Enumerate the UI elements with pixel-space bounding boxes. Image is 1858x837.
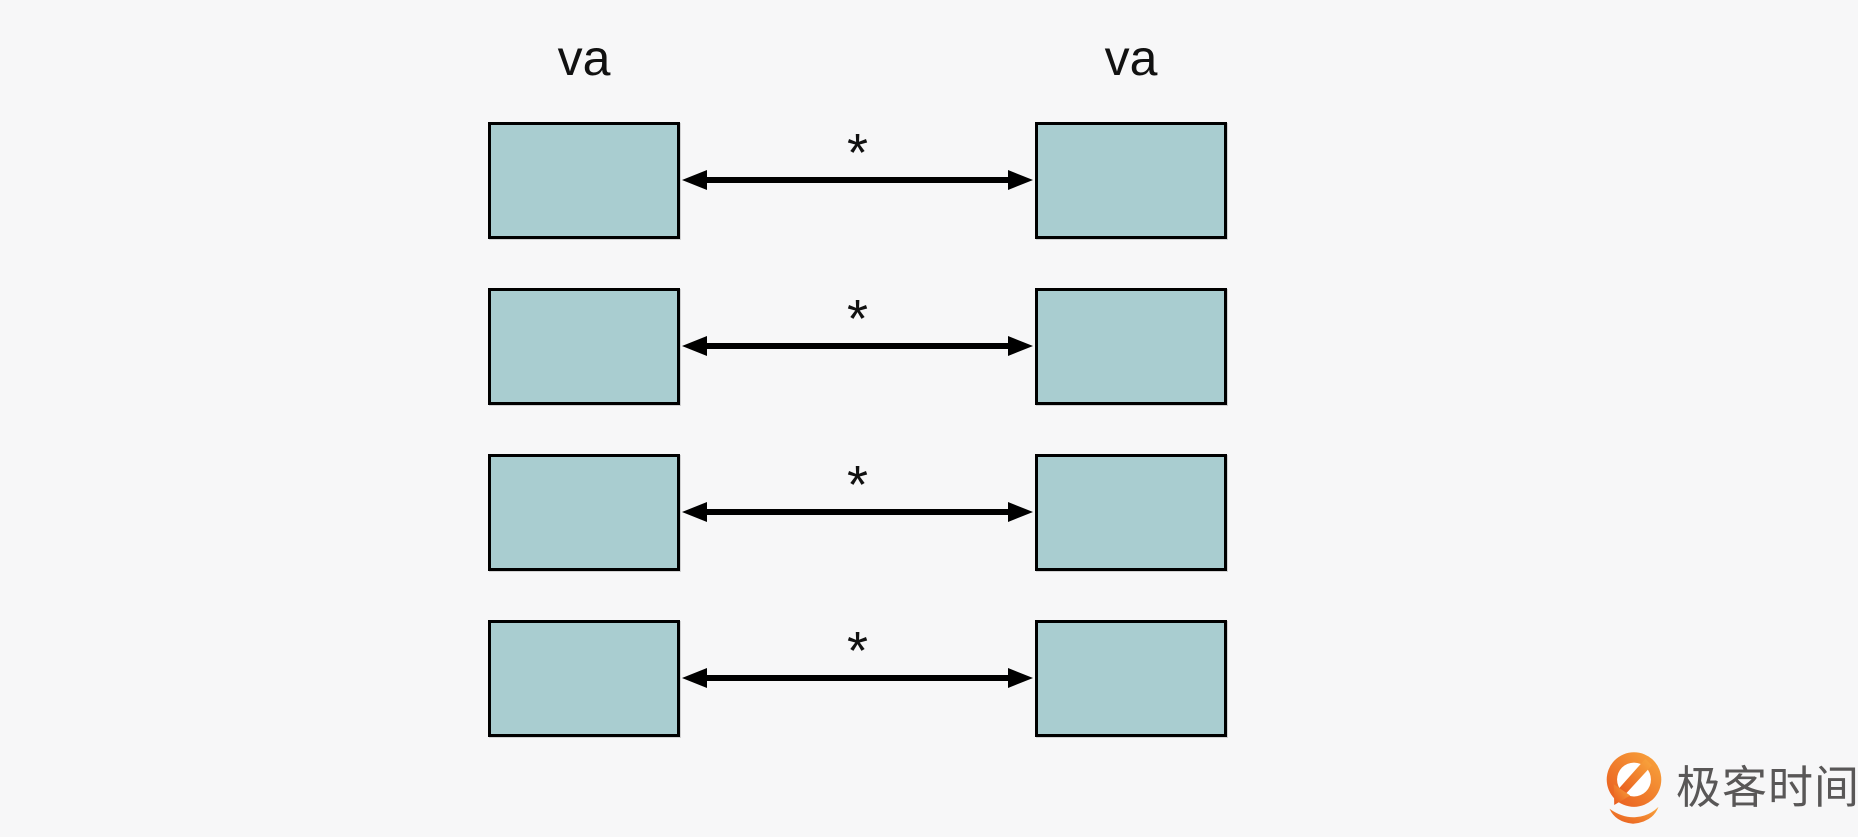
double-arrow-icon [682,502,1033,522]
class-box-right [1035,122,1227,239]
double-arrow-icon [682,336,1033,356]
class-box-left [488,454,680,571]
geektime-pin-icon [1606,752,1662,824]
column-header-left: va [557,30,611,86]
association-row: * [0,122,1858,240]
association-row: * [0,288,1858,406]
geektime-logo: 极客时间 [1602,748,1858,828]
class-box-left [488,122,680,239]
multiplicity-label: * [846,289,868,349]
class-box-left [488,620,680,737]
association-row: * [0,620,1858,738]
double-arrow-icon [682,170,1033,190]
class-box-right [1035,620,1227,737]
class-box-right [1035,454,1227,571]
class-box-left [488,288,680,405]
association-row: * [0,454,1858,572]
multiplicity-label: * [846,621,868,681]
class-box-right [1035,288,1227,405]
multiplicity-label: * [846,123,868,183]
multiplicity-label: * [846,455,868,515]
column-header-right: va [1104,30,1158,86]
geektime-logo-text: 极客时间 [1676,762,1858,813]
double-arrow-icon [682,668,1033,688]
